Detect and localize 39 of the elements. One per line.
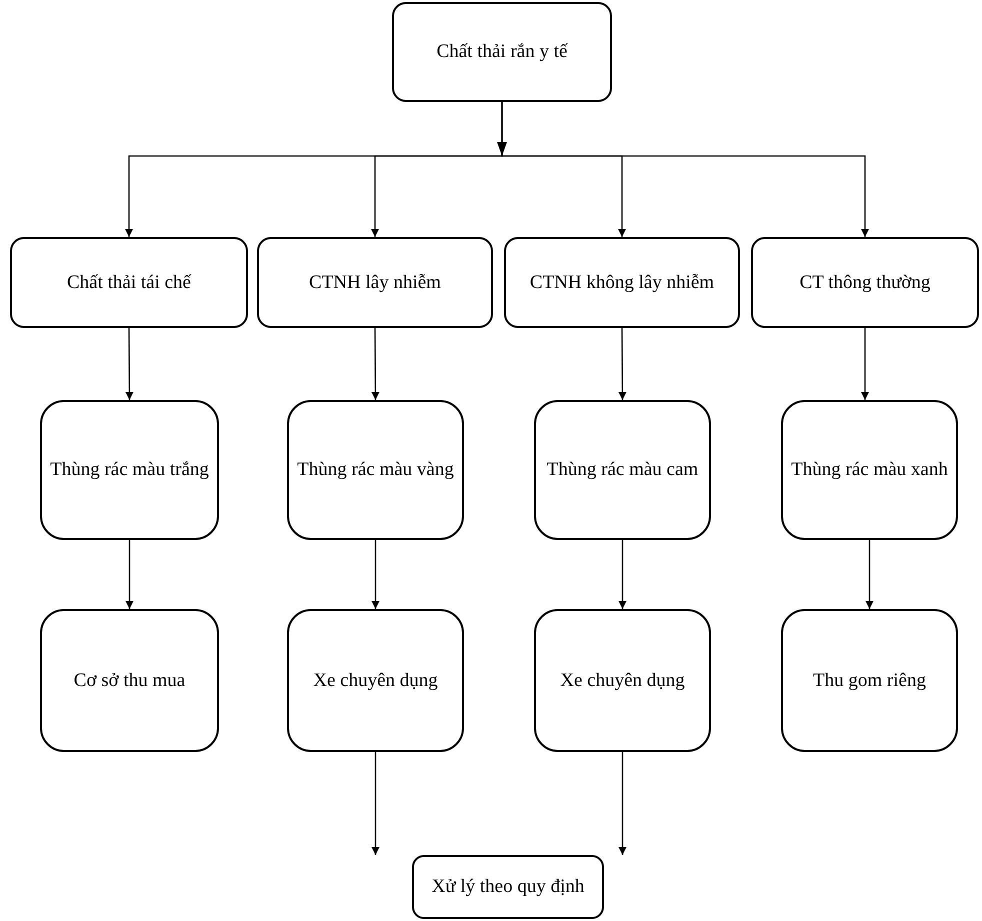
box-label: CTNH không lây nhiễm: [530, 270, 714, 295]
rounded-box: [781, 400, 958, 540]
rounded-box: [287, 400, 464, 540]
box-label: Cơ sở thu mua: [74, 668, 186, 693]
box-label: Thùng rác màu cam: [546, 458, 698, 482]
rounded-box: [392, 2, 612, 102]
box-label: Thùng rác màu xanh: [791, 458, 948, 482]
arrow: [618, 752, 626, 855]
box-label: Xử lý theo quy định: [432, 875, 584, 900]
rounded-box: [10, 237, 248, 328]
box-label: Chất thải tái chế: [67, 270, 191, 295]
box-label: CT thông thường: [800, 270, 930, 295]
arrow: [372, 752, 380, 855]
rounded-box: [412, 855, 604, 919]
arrow: [126, 540, 134, 609]
arrow: [618, 540, 626, 609]
rounded-box: [751, 237, 979, 328]
arrow: [618, 328, 626, 400]
rounded-box: [257, 237, 493, 328]
arrow: [866, 540, 874, 609]
box-label: Xe chuyên dụng: [560, 668, 685, 693]
arrow: [501, 102, 869, 237]
rounded-box: [287, 609, 464, 752]
rounded-box: [534, 400, 711, 540]
box-label: Chất thải rắn y tế: [436, 40, 568, 64]
box-label: CTNH lây nhiễm: [309, 270, 441, 295]
arrow: [372, 540, 380, 609]
box-label: Thùng rác màu trắng: [50, 458, 209, 482]
arrow: [861, 328, 869, 400]
box-label: Xe chuyên dụng: [313, 668, 438, 693]
rounded-box: [534, 609, 711, 752]
arrow: [125, 328, 134, 400]
rounded-box: [504, 237, 740, 328]
box-label: Thu gom riêng: [813, 668, 926, 693]
rounded-box: [781, 609, 958, 752]
arrow: [371, 328, 380, 400]
rounded-box: [40, 400, 219, 540]
box-label: Thùng rác màu vàng: [297, 458, 454, 482]
rounded-box: [40, 609, 219, 752]
